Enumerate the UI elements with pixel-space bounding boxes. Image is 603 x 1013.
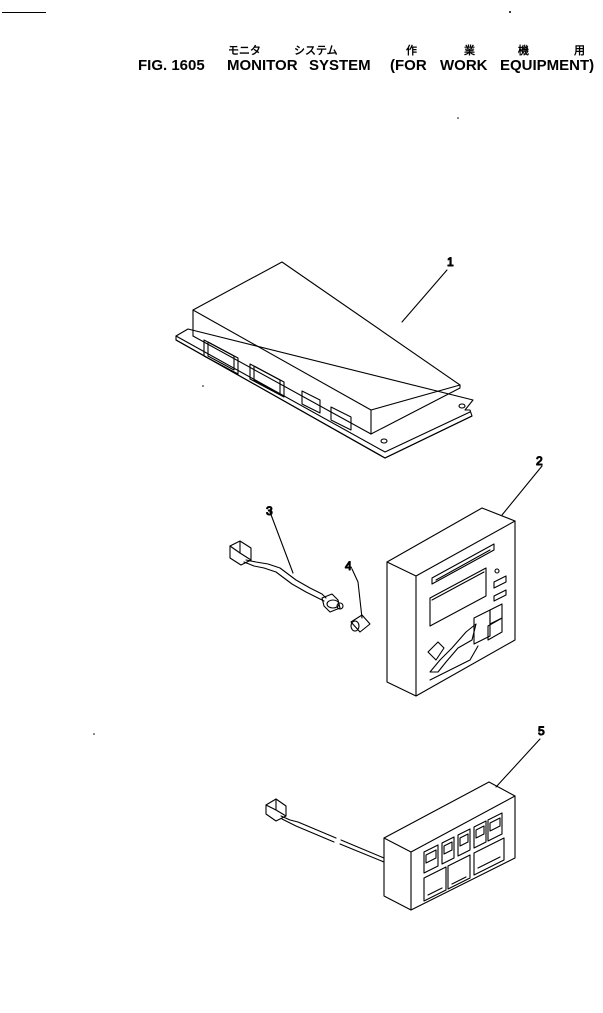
- callout-part-3: 3: [266, 504, 273, 518]
- page-edge-line: [2, 12, 46, 13]
- figure-title: FIG. 1605 MONITOR SYSTEM (FOR WORK EQUIP…: [138, 57, 600, 77]
- title-word-for: (FOR: [390, 57, 427, 74]
- callout-part-5: 5: [538, 724, 545, 738]
- bulb: [350, 568, 371, 633]
- switch-panel: [265, 738, 541, 911]
- callout-part-1: 1: [447, 255, 454, 269]
- callout-part-2: 2: [536, 454, 543, 468]
- title-word-system: SYSTEM: [309, 57, 371, 74]
- title-word-monitor: MONITOR: [227, 57, 298, 74]
- jp-word-industry: 業: [464, 44, 475, 57]
- jp-word-system: システム: [294, 44, 338, 57]
- jp-word-use: 用: [574, 44, 585, 57]
- monitor-panel: [386, 465, 543, 697]
- print-specks: [93, 11, 511, 735]
- jp-word-work: 作: [406, 44, 417, 57]
- figure-number: FIG. 1605: [138, 57, 205, 74]
- japanese-title: モニタ システム 作 業 機 用: [228, 42, 600, 57]
- callout-part-4: 4: [345, 559, 352, 573]
- controller-unit: [175, 261, 474, 459]
- title-word-work: WORK: [440, 57, 488, 74]
- jp-word-machine: 機: [518, 44, 529, 57]
- wiring-harness: [229, 511, 344, 613]
- title-word-equipment: EQUIPMENT): [500, 57, 595, 74]
- jp-word-monitor: モニタ: [228, 44, 261, 57]
